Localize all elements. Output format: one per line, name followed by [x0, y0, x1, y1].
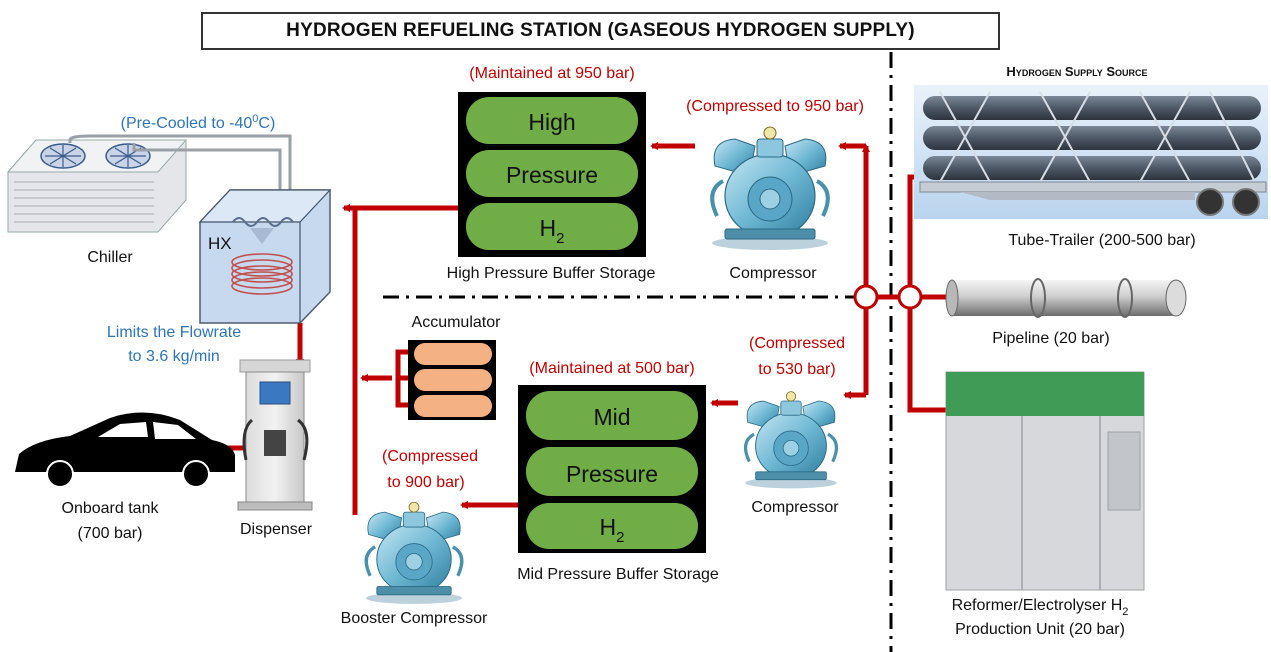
- flowrate-annotation-line2: to 3.6 kg/min: [128, 348, 220, 365]
- flowrate-annotation-line1: Limits the Flowrate: [107, 324, 241, 341]
- mid-compressor-icon: [743, 389, 839, 491]
- top-compressor-label: Compressor: [729, 265, 817, 282]
- hp-tank-3-label: H2: [540, 215, 565, 247]
- accumulator-cylinder-1: [414, 343, 492, 365]
- hp-annotation: (Maintained at 950 bar): [469, 65, 634, 82]
- mp-storage-label: Mid Pressure Buffer Storage: [517, 566, 719, 583]
- booster-annotation-line1: (Compressed: [382, 448, 478, 465]
- hx-label: HX: [208, 234, 232, 253]
- dispenser-nozzle-icon: [242, 418, 254, 461]
- top-compressor-icon: [712, 127, 828, 250]
- onboard-tank-label-line1: Onboard tank: [62, 500, 160, 517]
- accumulator-label: Accumulator: [412, 314, 502, 331]
- dispenser-screen: [259, 381, 291, 405]
- hp-h-subscript: 2: [556, 230, 564, 247]
- tube-trailer-icon: [914, 85, 1268, 219]
- mid-compressor-annotation-line1: (Compressed: [749, 335, 845, 352]
- chiller-pipe-1: [68, 134, 292, 210]
- chiller-label: Chiller: [87, 249, 133, 266]
- hp-h-symbol: H: [540, 215, 557, 241]
- annotations: (Maintained at 950 bar) (Compressed to 9…: [62, 64, 1196, 638]
- accumulator-cylinder-3: [414, 395, 492, 417]
- booster-compressor-icon: [364, 500, 464, 605]
- pipeline-label: Pipeline (20 bar): [992, 330, 1109, 347]
- hp-tank-2-label: Pressure: [506, 162, 598, 188]
- hx-coil-top: [232, 217, 294, 227]
- mp-h-subscript: 2: [616, 529, 624, 546]
- pipe-network: [188, 142, 946, 515]
- chiller-top: [6, 139, 188, 173]
- mid-compressor-annotation-line2: to 530 bar): [758, 361, 835, 378]
- divider-lines: [383, 52, 893, 652]
- pipeline-icon: [945, 278, 1187, 318]
- mp-tank-2: [526, 447, 698, 496]
- hp-tank-1-label: High: [528, 109, 575, 135]
- booster-compressor-label: Booster Compressor: [341, 610, 488, 627]
- chiller-pipe-2: [132, 143, 282, 210]
- junction-valve-left: [853, 284, 879, 310]
- precool-annotation: (Pre-Cooled to -400C): [121, 113, 276, 132]
- hx-coil-icon: [231, 253, 293, 295]
- top-compressor-annotation: (Compressed to 950 bar): [686, 98, 864, 115]
- hp-tank-2: [466, 150, 638, 197]
- mp-tank-3: [526, 503, 698, 549]
- hp-tank-1: [466, 97, 638, 144]
- production-label-line2: Production Unit (20 bar): [955, 621, 1125, 638]
- onboard-tank-label-line2: (700 bar): [78, 525, 143, 542]
- accumulator: [408, 340, 496, 420]
- mid-compressor-label: Compressor: [751, 499, 839, 516]
- chiller-grille: [14, 181, 154, 223]
- chiller-unit: [6, 134, 292, 233]
- mp-annotation: (Maintained at 500 bar): [529, 360, 694, 377]
- heat-exchanger: HX: [198, 189, 332, 324]
- production-label-line1: Reformer/Electrolyser H2: [952, 597, 1129, 618]
- mp-tank-1-label: Mid: [593, 404, 630, 430]
- diagram-title: HYDROGEN REFUELING STATION (GASEOUS HYDR…: [201, 12, 1000, 50]
- tube-trailer-label: Tube-Trailer (200-500 bar): [1008, 232, 1195, 249]
- mp-tank-3-label: H2: [600, 514, 625, 546]
- mp-tank-2-label: Pressure: [566, 461, 658, 487]
- booster-annotation-line2: to 900 bar): [387, 474, 464, 491]
- production-unit-icon: [945, 371, 1145, 591]
- high-pressure-storage: High Pressure H2: [458, 92, 646, 257]
- junction-valve-right: [897, 284, 923, 310]
- hx-flow-arrow-icon: [250, 228, 274, 244]
- hp-tank-3: [466, 203, 638, 250]
- mid-pressure-storage: Mid Pressure H2: [518, 385, 706, 553]
- mp-tank-1: [526, 391, 698, 440]
- mp-h-symbol: H: [600, 514, 617, 540]
- hp-storage-label: High Pressure Buffer Storage: [447, 265, 656, 282]
- supply-source-label: Hydrogen Supply Source: [1006, 64, 1147, 79]
- dispenser-label: Dispenser: [240, 521, 313, 538]
- car-icon: [15, 412, 235, 488]
- dispenser: [237, 359, 313, 511]
- accumulator-cylinder-2: [414, 369, 492, 391]
